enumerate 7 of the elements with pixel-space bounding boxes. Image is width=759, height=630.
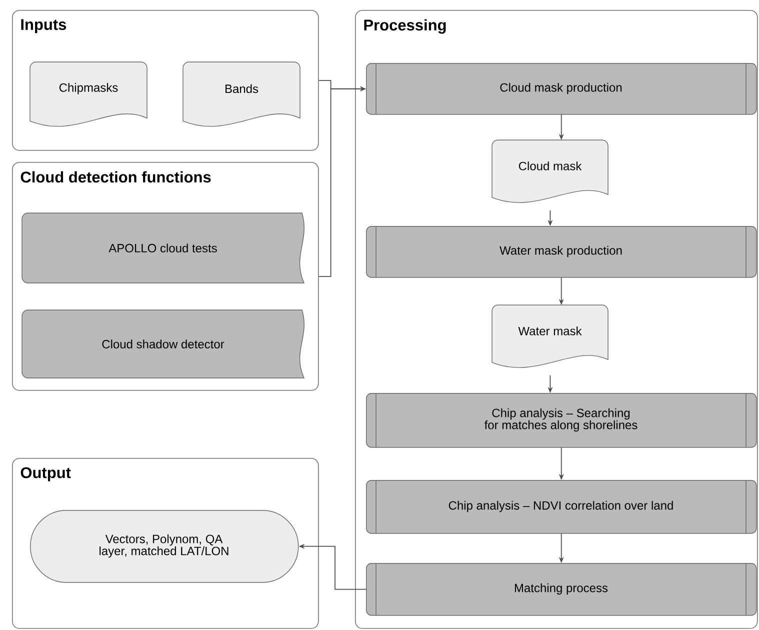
process-box: Matching process — [366, 562, 757, 616]
function-box: APOLLO cloud tests — [22, 212, 304, 284]
process-box: Chip analysis – NDVI correlation over land — [366, 480, 757, 534]
function-box: Cloud shadow detector — [22, 310, 304, 378]
process-box: Water mask production — [366, 226, 757, 278]
process-box: Chip analysis – Searching for matches along shorelines — [366, 392, 757, 448]
process-box: Cloud mask production — [366, 62, 757, 115]
